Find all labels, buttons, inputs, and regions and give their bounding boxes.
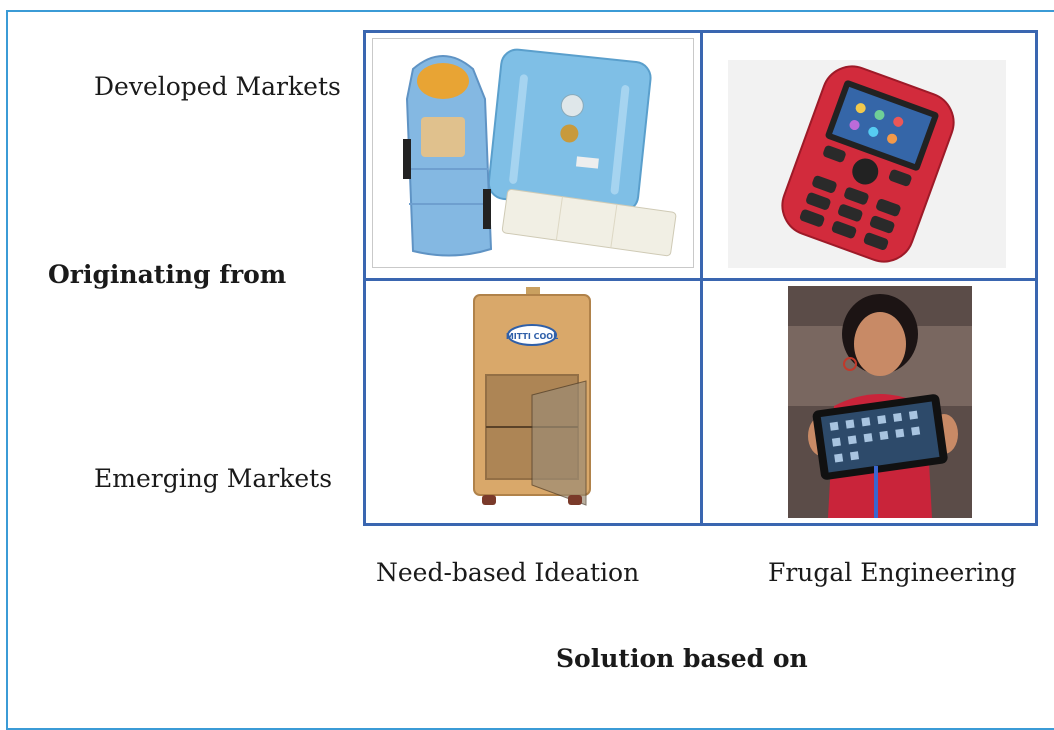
row-label-emerging-markets: Emerging Markets [94,464,333,493]
mitti-cool-logo-text: MITTI COOL [506,332,558,341]
axis-title-solution-based-on: Solution based on [556,644,808,673]
grid-horizontal-divider [363,278,1038,281]
infant-warmer-image [372,38,694,268]
column-label-need-based-ideation: Need-based Ideation [376,558,640,587]
axis-title-originating-from: Originating from [48,260,287,289]
column-label-frugal-engineering: Frugal Engineering [768,558,1017,587]
mobile-phone-image [728,60,1006,268]
row-label-developed-markets: Developed Markets [94,72,341,101]
woman-with-tablet-image [788,286,972,518]
clay-refrigerator-image: MITTI COOL [462,285,602,511]
